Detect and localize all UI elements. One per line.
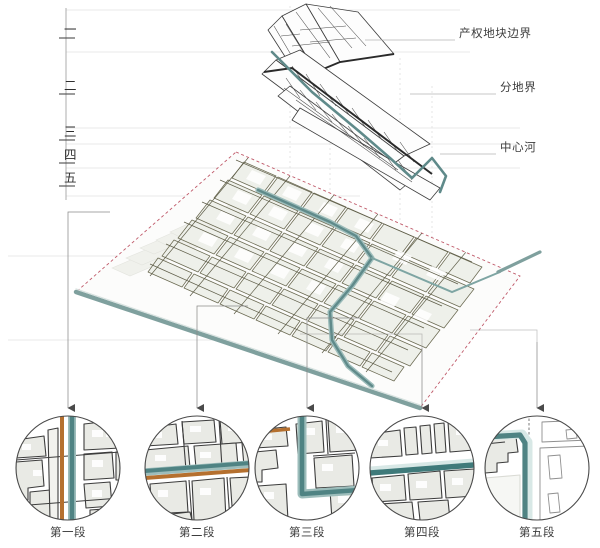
scale-axis-ticks xyxy=(59,37,75,187)
inset-seg1-content xyxy=(16,416,120,520)
inset-seg4-river-halo xyxy=(370,458,474,472)
parcel-strip-middle xyxy=(261,49,441,201)
base-map-river-edge xyxy=(73,289,423,411)
scale-numeral-4: 四 xyxy=(64,147,77,162)
annotation-label-property-parcel-boundary: 产权地块边界 xyxy=(459,26,532,40)
annotation-leader-lines xyxy=(365,39,496,155)
inset-seg5-river xyxy=(485,432,528,520)
annotation-label-land-division-boundary: 分地界 xyxy=(500,80,537,94)
inset-caption-seg3: 第三段 xyxy=(289,525,325,539)
inset-caption-seg5: 第五段 xyxy=(519,525,555,539)
scale-numeral-1: 一 xyxy=(64,22,77,37)
inset-seg3-river xyxy=(299,416,359,497)
parcel-subdivisions-top xyxy=(273,5,367,71)
inset-caption-seg4: 第四段 xyxy=(404,525,440,539)
scale-numeral-2: 二 xyxy=(64,78,77,93)
river-stub-east xyxy=(496,250,542,274)
inset-seg3-frame[interactable] xyxy=(254,415,360,521)
inset-leader-lines xyxy=(67,211,544,412)
scale-numeral-5: 五 xyxy=(64,170,77,185)
base-map-content xyxy=(111,157,501,389)
inset-seg3-content xyxy=(255,416,359,520)
inset-seg2-orange-lane xyxy=(145,468,249,480)
base-map-central-river xyxy=(255,187,501,389)
inset-seg5-frame[interactable] xyxy=(484,415,590,521)
building-footprints xyxy=(198,170,446,323)
inset-seg5-content xyxy=(485,416,589,520)
river-branch-east xyxy=(371,257,501,294)
scale-numeral-3: 三 xyxy=(64,124,77,139)
base-map-edge-highlight xyxy=(75,288,421,406)
annotation-label-central-river: 中心河 xyxy=(500,140,537,154)
inset-seg4-river xyxy=(370,462,474,476)
inset-seg2-river xyxy=(145,461,249,473)
land-division-heavy-line xyxy=(263,66,433,175)
river-core xyxy=(256,188,374,388)
inset-seg1-frame[interactable] xyxy=(15,415,121,521)
inset-seg4-frame[interactable] xyxy=(369,415,475,521)
inset-caption-seg1: 第一段 xyxy=(50,525,86,539)
inset-seg2-frame[interactable] xyxy=(144,415,250,521)
urban-parcel-fabric xyxy=(147,161,483,382)
inset-caption-seg2: 第二段 xyxy=(179,525,215,539)
central-river-polyline xyxy=(270,50,448,194)
